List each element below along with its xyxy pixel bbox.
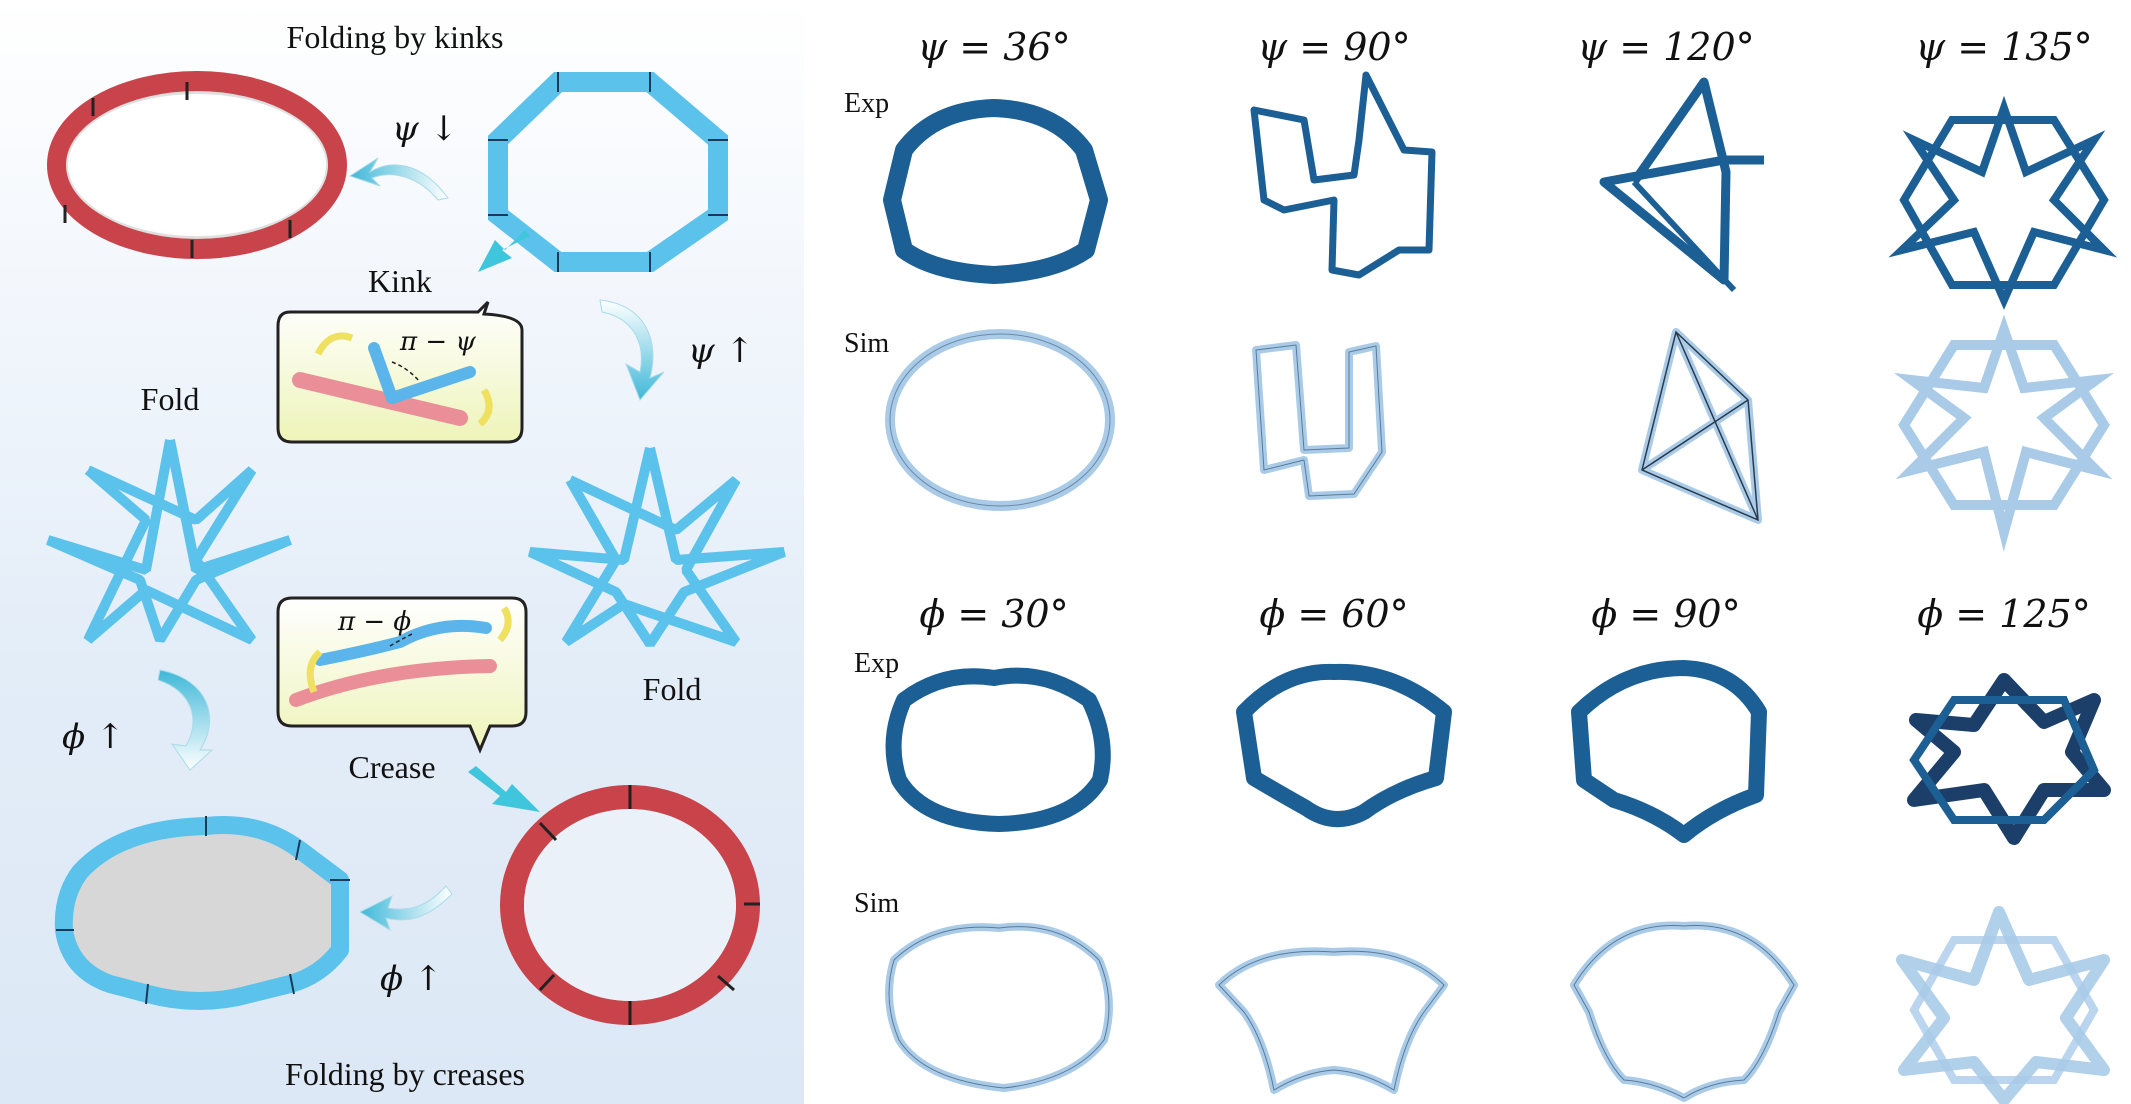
label-psi-down: ψ ↓ [392, 109, 458, 149]
exp-psi-90 [1250, 71, 1436, 279]
exp-psi-36 [883, 99, 1108, 284]
red-ring-bottom [500, 785, 760, 1025]
label-kink-angle: π − ψ [399, 327, 476, 357]
right-grid: ψ = 36° ψ = 90° ψ = 120° ψ = 135° ϕ = 30… [844, 25, 2118, 1104]
exp-psi-120 [1599, 77, 1764, 293]
arrow-phi-up-left [157, 669, 214, 771]
exp-psi-135 [1888, 95, 2118, 310]
arrow-psi-down [348, 157, 449, 201]
row-label-sim-bottom: Sim [854, 888, 899, 919]
arrow-psi-up [599, 299, 665, 401]
arrow-phi-up-bottom [358, 885, 453, 932]
sim-psi-36 [885, 329, 1115, 511]
exp-phi-90 [1571, 660, 1767, 843]
exp-phi-60 [1236, 663, 1452, 828]
label-crease: Crease [348, 749, 435, 785]
sim-phi-60 [1215, 947, 1448, 1094]
sim-phi-30 [885, 922, 1113, 1092]
sim-phi-90 [1570, 921, 1798, 1102]
header-psi-135: ψ = 135° [1915, 25, 2092, 69]
label-psi-up: ψ ↑ [688, 331, 754, 371]
sim-psi-120 [1638, 328, 1762, 524]
sim-psi-135 [1893, 314, 2115, 552]
blue-octagon-kinks [488, 72, 728, 272]
row-label-exp-bottom: Exp [854, 648, 899, 679]
blue-ring-creases [54, 816, 350, 1010]
sim-psi-90 [1252, 341, 1386, 500]
title-folding-by-creases: Folding by creases [285, 1056, 525, 1092]
exp-phi-125 [1907, 673, 2111, 845]
arrow-kink-pointer [478, 230, 530, 272]
row-label-exp-top: Exp [844, 88, 889, 119]
exp-phi-30 [885, 667, 1111, 832]
header-phi-125: ϕ = 125° [1917, 592, 2090, 636]
red-ring-top [47, 71, 347, 259]
right-panel: ψ = 36° ψ = 90° ψ = 120° ψ = 135° ϕ = 30… [804, 0, 2131, 1104]
sim-phi-125 [1896, 906, 2110, 1104]
left-panel: Folding by kinks Folding by creases ψ ↓ … [0, 0, 804, 1104]
kink-inset-box: π − ψ [276, 300, 524, 444]
header-psi-90: ψ = 90° [1257, 25, 1410, 69]
star-fold-right [527, 446, 786, 647]
star-fold-left [46, 439, 292, 645]
label-phi-up-bottom: ϕ ↑ [380, 959, 442, 999]
header-phi-30: ϕ = 30° [919, 592, 1068, 636]
left-diagram: Folding by kinks Folding by creases ψ ↓ … [46, 19, 786, 1092]
header-psi-120: ψ = 120° [1577, 25, 1754, 69]
crease-inset-box: π − ϕ [276, 596, 528, 754]
title-folding-by-kinks: Folding by kinks [287, 19, 504, 55]
arrow-crease-pointer [468, 766, 540, 812]
row-label-sim-top: Sim [844, 328, 889, 359]
label-kink: Kink [368, 263, 432, 299]
label-fold-right: Fold [643, 671, 702, 707]
label-fold-left: Fold [141, 381, 200, 417]
label-crease-angle: π − ϕ [337, 607, 411, 637]
header-phi-90: ϕ = 90° [1591, 592, 1740, 636]
label-phi-up-left: ϕ ↑ [62, 717, 124, 757]
header-psi-36: ψ = 36° [917, 25, 1070, 69]
header-phi-60: ϕ = 60° [1259, 592, 1408, 636]
